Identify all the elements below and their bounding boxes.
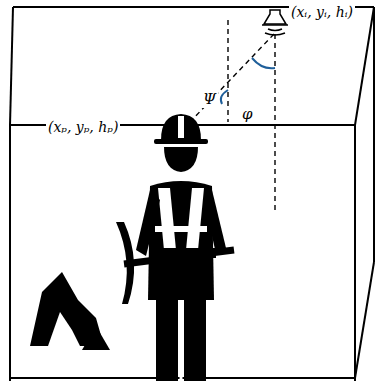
lamp-symbol — [262, 10, 288, 35]
light-coordinates: (xᵢ, yᵢ, hᵢ) — [289, 5, 355, 20]
rocks — [30, 272, 110, 350]
angle-label: φ — [240, 106, 255, 123]
person-coordinates: (xₚ, yₚ, hₚ) — [46, 120, 120, 135]
worker-figure — [116, 114, 234, 381]
geometry-lines — [190, 20, 275, 212]
angle-arcs — [221, 58, 275, 104]
angle-label: Ψ — [201, 91, 218, 108]
room-box — [10, 7, 374, 381]
